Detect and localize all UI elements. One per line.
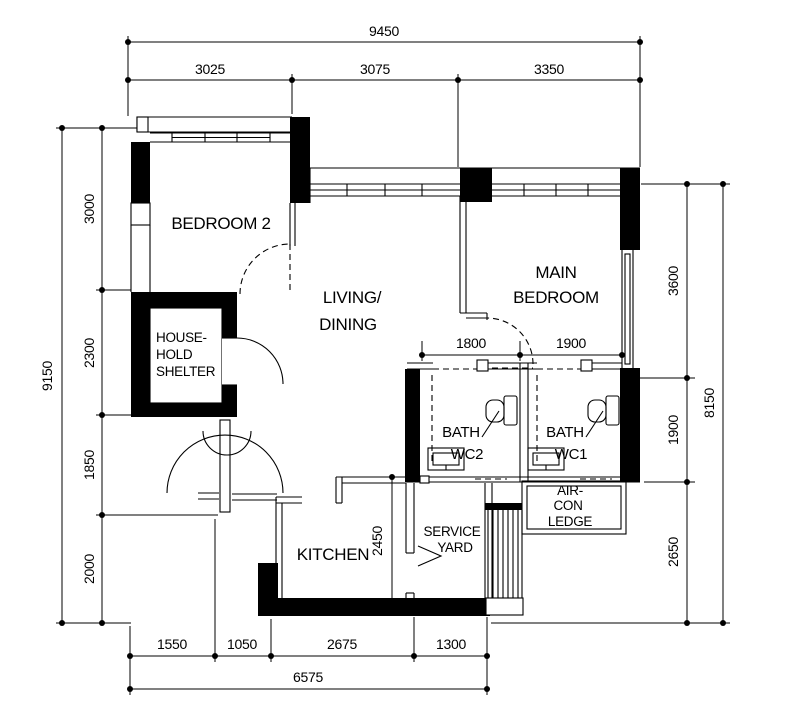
aircon-label-line1: AIR-: [557, 483, 583, 498]
toilet-wc2-icon: [485, 395, 518, 426]
shelter-door-arc: [236, 337, 284, 385]
dimension-lines: [56, 36, 730, 695]
service-yard-label-line1: SERVICE: [424, 524, 481, 539]
dim-bottom-seg2: 1050: [227, 636, 257, 652]
doors: [166, 243, 612, 513]
sink-wc2-icon: [427, 447, 465, 471]
bath-wc2-label-line2: WC2: [451, 446, 483, 463]
dim-right-seg1: 3600: [665, 266, 681, 296]
toilet-wc1-icon: [587, 395, 620, 426]
bath-wc1-leader-line: [585, 410, 604, 438]
shelter-label-line2: HOLD: [156, 347, 193, 362]
main-bedroom-label-line2: BEDROOM: [513, 288, 599, 307]
aircon-label-line3: LEDGE: [548, 514, 593, 529]
dim-top-overall: 9450: [369, 23, 399, 39]
service-yard-label-line2: YARD: [437, 540, 473, 555]
entrance-door-leaf: [219, 419, 231, 513]
main-bedroom-label-line1: MAIN: [535, 263, 576, 282]
dim-bath-wc1-width: 1900: [556, 335, 586, 351]
main-bedroom-door-arc: [486, 317, 534, 365]
bath-wc2-label-line1: BATH: [442, 424, 480, 441]
dim-left-overall: 9150: [39, 361, 55, 391]
bath-wc2-leader-line: [481, 410, 500, 438]
dim-top-seg1: 3025: [195, 61, 225, 77]
dim-top-seg3: 3350: [534, 61, 564, 77]
dim-bottom-seg4: 1300: [436, 636, 466, 652]
dim-right-seg3: 2650: [665, 537, 681, 567]
dim-left-seg2: 2300: [81, 338, 97, 368]
dim-bottom-overall: 6575: [293, 669, 323, 685]
bedroom2-door-arc: [239, 243, 291, 295]
dimension-dots: [59, 39, 726, 692]
ladder-icon: [485, 503, 524, 616]
dim-left-seg4: 2000: [81, 554, 97, 584]
shelter-label-line1: HOUSE-: [156, 330, 207, 345]
dim-bottom-seg3: 2675: [327, 636, 357, 652]
sink-wc1-icon: [527, 447, 565, 471]
living-label-line2: DINING: [319, 315, 377, 334]
dim-kitchen-depth: 2450: [369, 526, 385, 556]
shelter-label-line3: SHELTER: [156, 364, 216, 379]
aircon-label-line2: CON: [553, 498, 582, 513]
living-label-line1: LIVING/: [323, 288, 382, 307]
kitchen-label: KITCHEN: [297, 545, 370, 564]
dim-top-seg2: 3075: [360, 61, 390, 77]
entrance-door-arc: [166, 434, 284, 494]
dim-right-seg2: 1900: [665, 415, 681, 445]
dimension-labels: 9450 3025 3075 3350 9150 3000 2300 1850 …: [39, 23, 717, 685]
dim-left-seg3: 1850: [81, 450, 97, 480]
bath-wc1-label-line2: WC1: [555, 446, 587, 463]
fixtures: [417, 395, 627, 616]
dim-left-seg1: 3000: [81, 194, 97, 224]
room-labels: BEDROOM 2 LIVING/ DINING MAIN BEDROOM HO…: [156, 214, 599, 564]
dim-bath-wc2-width: 1800: [456, 335, 486, 351]
walls: [130, 116, 640, 616]
service-yard-triangle-icon: [417, 545, 443, 567]
bath-wc1-label-line1: BATH: [546, 424, 584, 441]
entrance-gate-arc: [202, 430, 252, 456]
aircon-ledge-tray: [521, 480, 627, 535]
dim-bottom-seg1: 1550: [157, 636, 187, 652]
dim-right-overall: 8150: [701, 388, 717, 418]
bedroom2-label: BEDROOM 2: [171, 214, 270, 233]
